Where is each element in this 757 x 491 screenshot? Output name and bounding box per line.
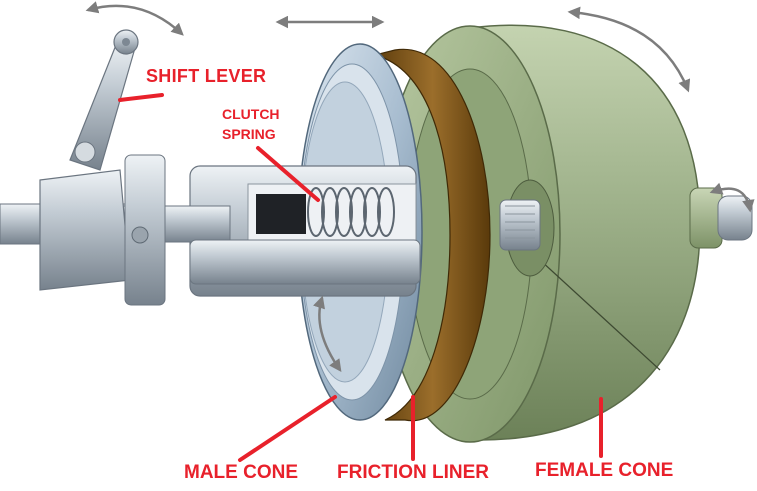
shift-lever-leader (118, 93, 164, 102)
female-cone (379, 24, 753, 443)
clutch-spring (307, 187, 395, 237)
female-rotation-arrow (567, 6, 691, 93)
shift-lever-label: SHIFT LEVER (146, 66, 267, 86)
clutch-spring-label: CLUTCH SPRING (222, 104, 280, 144)
clutch-spring-leader (256, 146, 320, 202)
leader-lines (118, 93, 603, 462)
friction-liner-label: FRICTION LINER (337, 462, 489, 483)
shift-lever (39, 29, 166, 306)
male-cone-label: MALE CONE (184, 462, 298, 483)
male-rotation-arrow (313, 295, 342, 373)
clutch-spring-label-line1: CLUTCH (222, 106, 280, 122)
lever-swing-arrow (85, 1, 184, 36)
clutch-spring-label-line2: SPRING (222, 126, 276, 142)
output-rotation-arrow (709, 182, 755, 213)
male-cone-leader (238, 395, 337, 462)
motion-arrows (85, 1, 755, 373)
splined-shaft (499, 179, 555, 277)
friction-liner (372, 48, 491, 422)
female-cone-label: FEMALE CONE (535, 460, 674, 481)
